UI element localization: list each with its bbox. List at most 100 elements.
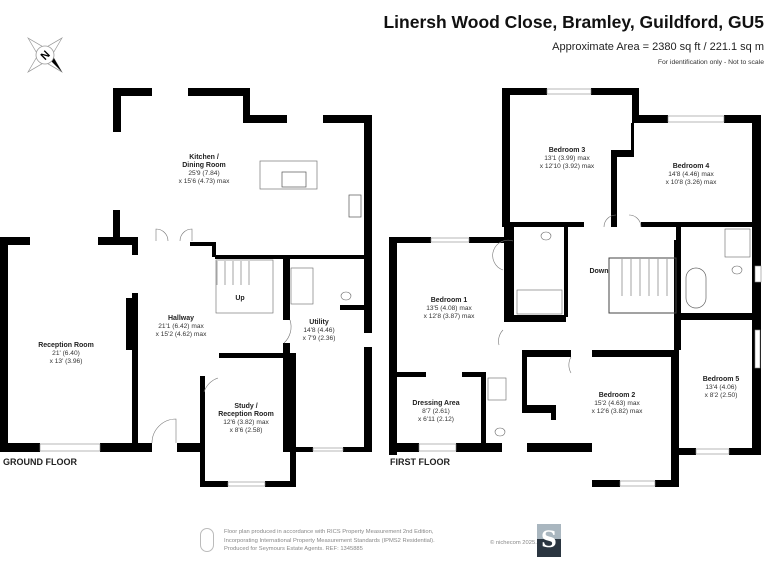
room-dimensions: 25'9 (7.84)	[188, 170, 219, 177]
room-dimensions: 13'4 (4.06)	[705, 384, 736, 391]
room-dimensions: 12'6 (3.82) max	[223, 419, 269, 426]
bath-icon	[685, 267, 707, 309]
wall	[283, 343, 290, 452]
wall	[611, 150, 634, 157]
stairs-down-label: Down	[589, 268, 608, 275]
wall	[456, 443, 502, 452]
wall	[200, 376, 205, 487]
fixtures	[39, 88, 762, 487]
footer-line: Incorporating International Property Mea…	[224, 537, 435, 544]
wall	[592, 480, 620, 487]
wall	[527, 443, 592, 452]
scale-note: For identification only - Not to scale	[657, 59, 764, 66]
wall	[632, 115, 668, 123]
first-floor-label: FIRST FLOOR	[390, 457, 450, 467]
window	[430, 237, 470, 243]
window	[418, 443, 457, 452]
wall	[343, 447, 372, 452]
wall	[502, 88, 510, 227]
wall	[389, 443, 419, 452]
room-dimensions: 21'1 (6.42) max	[158, 323, 204, 330]
room-dimensions: 15'2 (4.63) max	[594, 400, 640, 407]
room-dimensions: 8'7 (2.61)	[422, 408, 450, 415]
window	[39, 443, 101, 452]
walls	[0, 88, 761, 487]
wall	[631, 123, 634, 157]
room-name: Kitchen /	[189, 154, 219, 161]
wall	[676, 227, 681, 320]
wall	[126, 298, 133, 350]
room-name: Dining Room	[182, 162, 226, 169]
toilet-icon	[494, 427, 506, 437]
wall	[522, 405, 556, 413]
footer-text: Floor plan produced in accordance with R…	[224, 528, 435, 554]
room-dimensions: x 6'11 (2.12)	[418, 416, 454, 423]
wall	[679, 448, 696, 455]
wall	[283, 258, 290, 320]
room-dimensions: x 10'8 (3.26) max	[666, 179, 717, 186]
wall	[397, 372, 426, 377]
wall	[632, 88, 639, 123]
room-dimensions: 14'8 (4.46)	[303, 327, 334, 334]
room-name: Bedroom 3	[549, 147, 586, 154]
room-name: Utility	[309, 319, 329, 326]
room-dimensions: 13'5 (4.08) max	[426, 305, 472, 312]
footer-line: Floor plan produced in accordance with R…	[224, 529, 434, 535]
door-swing	[568, 356, 572, 374]
wall	[641, 222, 754, 227]
wall	[502, 88, 547, 95]
wall	[219, 353, 290, 358]
wall	[504, 227, 514, 322]
room-name: Bedroom 5	[703, 376, 740, 383]
door-swing	[628, 214, 642, 228]
window	[312, 447, 344, 452]
room-dimensions: x 12'6 (3.82) max	[592, 408, 643, 415]
wall	[132, 245, 138, 255]
room-name: Bedroom 4	[673, 163, 710, 170]
shower-icon	[724, 228, 751, 258]
room-dimensions: x 8'6 (2.58)	[230, 427, 263, 434]
wall	[243, 88, 250, 123]
wall	[724, 115, 761, 123]
wall	[591, 88, 639, 95]
window	[667, 115, 725, 123]
agent-logo: S	[537, 524, 561, 557]
wall	[212, 242, 216, 257]
wall	[681, 313, 754, 320]
wall	[243, 115, 287, 123]
room-dimensions: x 8'2 (2.50)	[705, 392, 738, 399]
wall	[113, 88, 121, 132]
shower-icon	[290, 267, 314, 305]
compass-icon	[27, 37, 63, 73]
wall	[504, 315, 566, 322]
wall	[469, 237, 509, 243]
door-swing	[179, 228, 193, 242]
room-dimensions: x 15'2 (4.62) max	[156, 331, 207, 338]
wall	[481, 372, 486, 452]
room-dimensions: 13'1 (3.99) max	[544, 155, 590, 162]
wall	[100, 443, 152, 452]
shower-icon	[516, 289, 563, 315]
wall	[389, 237, 431, 243]
wall	[0, 237, 30, 245]
staircase	[608, 257, 677, 314]
window	[619, 480, 656, 487]
window	[754, 329, 761, 369]
window	[695, 448, 730, 455]
door-swing	[203, 377, 219, 393]
room-dimensions: 21' (6.40)	[52, 350, 80, 357]
wall	[340, 305, 367, 310]
room-dimensions: x 12'10 (3.92) max	[540, 163, 595, 170]
wall	[290, 447, 313, 452]
person-icon	[200, 528, 214, 552]
room-dimensions: 14'8 (4.46) max	[668, 171, 714, 178]
wall	[729, 448, 761, 455]
wall	[132, 293, 138, 452]
hob-icon	[348, 194, 362, 218]
wall	[752, 115, 761, 455]
wall	[364, 328, 372, 333]
wall	[290, 353, 296, 487]
room-name: Reception Room	[218, 411, 274, 418]
wall	[113, 88, 152, 96]
